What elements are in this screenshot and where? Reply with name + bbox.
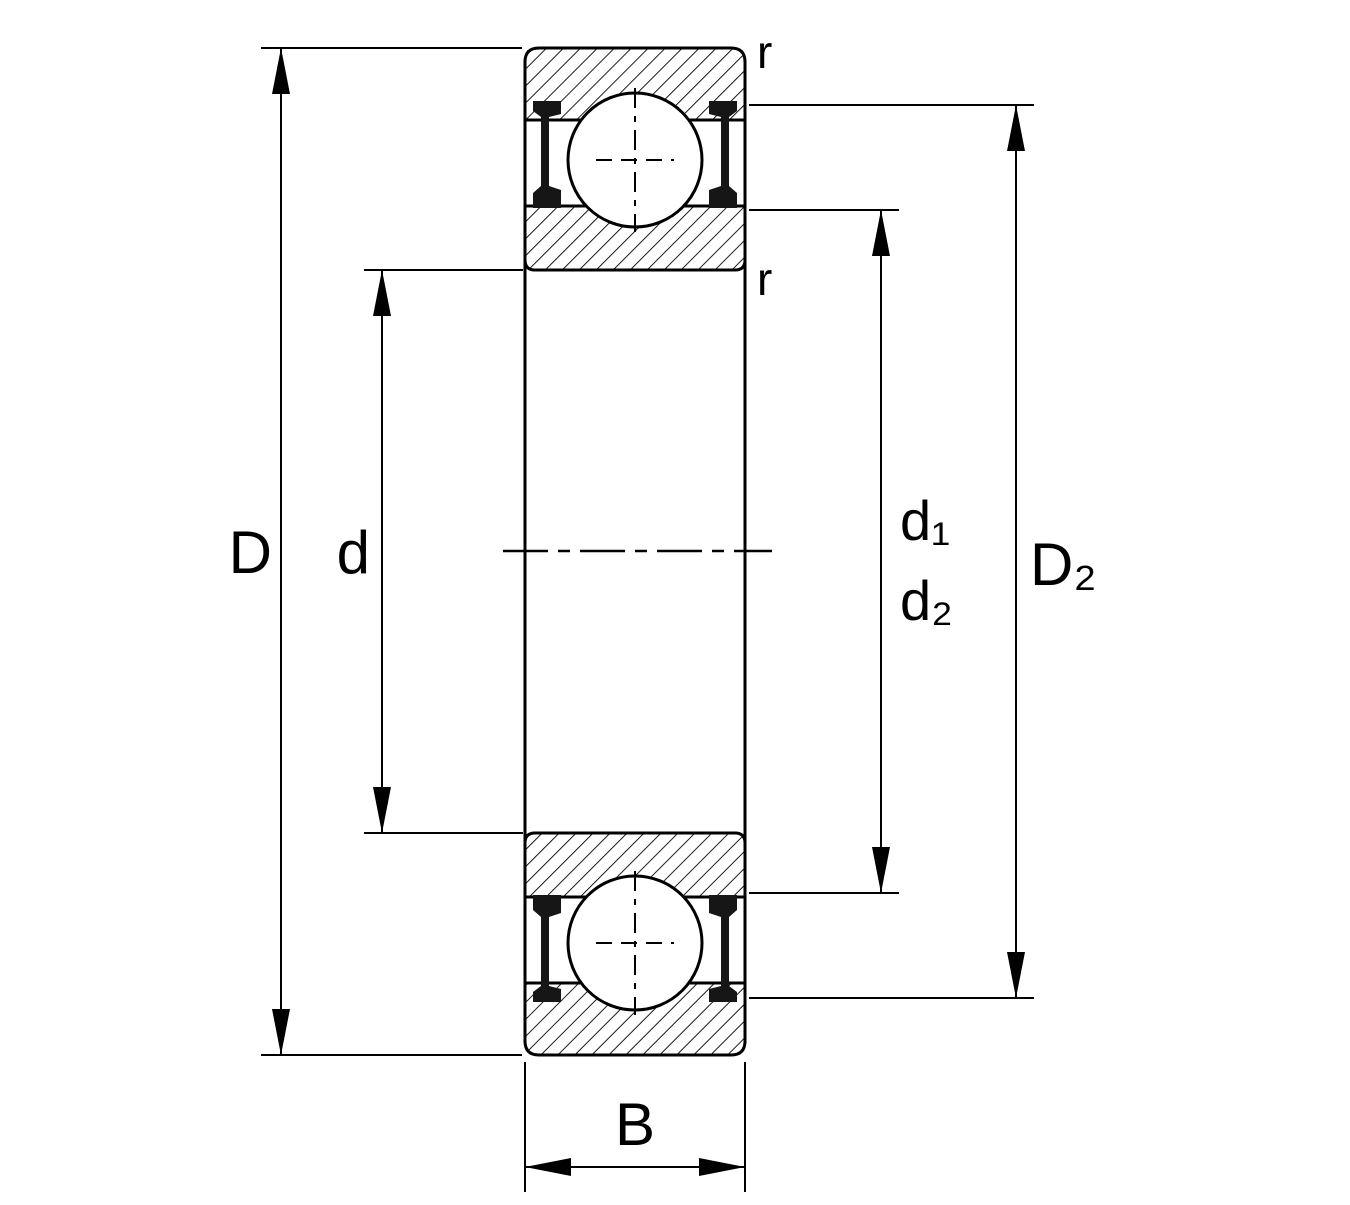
- arrow-d-top: [373, 270, 391, 316]
- arrow-D-top: [272, 48, 290, 94]
- outer-ring-bottom-section: [523, 981, 747, 1057]
- label-chamfer-r-bottom: r: [757, 253, 772, 305]
- arrow-d-bottom: [373, 787, 391, 833]
- outer-ring-top-section: [523, 46, 747, 122]
- inner-ring-top-section: [523, 204, 747, 272]
- arrow-d1-bottom: [872, 847, 890, 893]
- label-chamfer-r-top: r: [757, 26, 772, 78]
- arrow-D2-top: [1007, 105, 1025, 151]
- arrow-B-right: [699, 1158, 745, 1176]
- label-bore-diameter-d: d: [337, 519, 370, 586]
- label-outer-diameter-D: D: [229, 519, 272, 586]
- arrow-D2-bottom: [1007, 952, 1025, 998]
- label-shoulder-diameter-d1: d₁: [900, 489, 950, 552]
- seal-top-right: [709, 101, 737, 208]
- seal-top-left: [533, 101, 561, 208]
- arrow-B-left: [525, 1158, 571, 1176]
- inner-ring-bottom-section: [523, 831, 747, 899]
- label-recess-diameter-D2: D₂: [1030, 531, 1097, 598]
- arrow-d1-top: [872, 210, 890, 256]
- seal-bottom-right: [709, 895, 737, 1002]
- seal-bottom-left: [533, 895, 561, 1002]
- label-width-B: B: [615, 1091, 655, 1158]
- label-recess-diameter-d2: d₂: [900, 569, 953, 632]
- arrow-D-bottom: [272, 1009, 290, 1055]
